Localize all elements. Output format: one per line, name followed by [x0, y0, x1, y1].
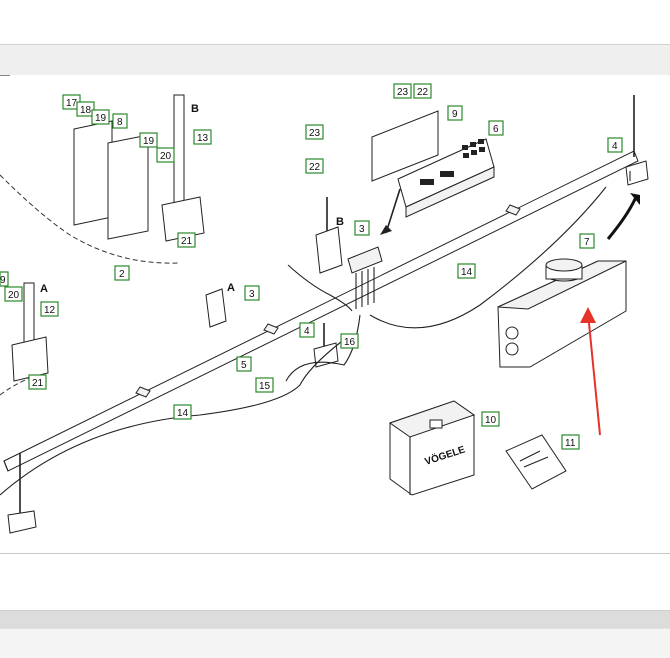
cable-3: [287, 264, 353, 312]
detail-a-assembly: [11, 282, 49, 382]
detail-leader-line: [0, 174, 179, 264]
junction-box: [347, 246, 383, 309]
section-letter-a: A: [227, 282, 235, 294]
exploded-parts-diagram: VÖGELE B B A A 17 18 19 8 19 20 13 21 2 …: [0, 75, 670, 554]
section-letter-b: B: [336, 216, 344, 228]
callout: 5: [236, 356, 252, 372]
callout: 18: [76, 101, 95, 117]
cable-14-left: [0, 334, 351, 496]
callout: 3: [244, 285, 260, 301]
svg-text:5: 5: [241, 360, 247, 371]
svg-text:18: 18: [80, 105, 92, 116]
section-letter-a: A: [40, 283, 48, 295]
svg-text:6: 6: [493, 124, 499, 135]
svg-text:22: 22: [309, 162, 321, 173]
detail-plates: [73, 120, 149, 240]
control-unit: [397, 138, 495, 218]
top-strip: [0, 0, 670, 44]
section-letter-b: B: [191, 103, 199, 115]
svg-text:2: 2: [119, 269, 125, 280]
svg-text:22: 22: [417, 87, 429, 98]
callout: 22: [413, 83, 432, 99]
callout: 6: [488, 120, 504, 136]
callout: 9: [447, 105, 463, 121]
callout: 20: [156, 147, 175, 163]
main-beam: [0, 75, 639, 472]
bottom-divider-bar: [0, 610, 670, 628]
svg-text:8: 8: [117, 117, 123, 128]
mounting-plate: [371, 110, 439, 182]
svg-text:9: 9: [0, 275, 6, 286]
svg-text:14: 14: [461, 267, 473, 278]
callout: 9: [0, 271, 9, 287]
callout: 16: [340, 333, 359, 349]
svg-text:4: 4: [612, 141, 618, 152]
left-end-bracket: [7, 453, 37, 534]
svg-text:21: 21: [181, 236, 193, 247]
svg-text:19: 19: [95, 113, 107, 124]
callout: 19: [139, 132, 158, 148]
svg-text:15: 15: [259, 381, 271, 392]
svg-text:20: 20: [160, 151, 172, 162]
callout: 12: [40, 301, 59, 317]
svg-text:17: 17: [66, 98, 78, 109]
callout: 4: [299, 322, 315, 338]
svg-text:23: 23: [397, 87, 409, 98]
viewer-toolbar: [0, 44, 670, 76]
svg-text:3: 3: [359, 224, 365, 235]
svg-text:10: 10: [485, 415, 497, 426]
carrying-case: VÖGELE: [388, 400, 476, 496]
svg-text:3: 3: [249, 289, 255, 300]
svg-text:7: 7: [584, 237, 590, 248]
svg-text:13: 13: [197, 133, 209, 144]
sonic-sensor: [497, 258, 627, 368]
callout: 23: [305, 124, 324, 140]
svg-text:21: 21: [32, 378, 44, 389]
callout: 14: [457, 263, 476, 279]
callout: 13: [193, 129, 212, 145]
callout: 10: [481, 411, 500, 427]
callout: 15: [255, 377, 274, 393]
svg-text:9: 9: [452, 109, 458, 120]
callout: 20: [4, 286, 23, 302]
sensor-mount-a: [205, 288, 227, 328]
callout: 2: [114, 265, 130, 281]
callout: 8: [112, 113, 128, 129]
callout: 23: [393, 83, 412, 99]
svg-text:16: 16: [344, 337, 356, 348]
callout: 19: [91, 109, 110, 125]
svg-text:12: 12: [44, 305, 56, 316]
bottom-strip: [0, 628, 670, 658]
detail-b-assembly: [161, 94, 205, 242]
callout: 14: [173, 404, 192, 420]
direction-arrow: [606, 196, 638, 240]
svg-text:20: 20: [8, 290, 20, 301]
highlight-arrow: [587, 312, 601, 436]
mid-bracket: [313, 323, 339, 368]
sensor-mount-b: [315, 197, 343, 274]
callout: 7: [579, 233, 595, 249]
pointer-arrow: [385, 188, 401, 234]
callout: 4: [607, 137, 623, 153]
svg-text:19: 19: [143, 136, 155, 147]
svg-text:4: 4: [304, 326, 310, 337]
svg-text:11: 11: [565, 438, 576, 449]
callout: 21: [28, 374, 47, 390]
callout: 22: [305, 158, 324, 174]
right-end-bracket: [625, 95, 649, 186]
cable-14-right: [369, 186, 607, 329]
callout: 11: [561, 434, 580, 450]
svg-text:14: 14: [177, 408, 189, 419]
callout: 3: [354, 220, 370, 236]
svg-text:23: 23: [309, 128, 321, 139]
callout: 21: [177, 232, 196, 248]
content-area: [0, 554, 670, 610]
operating-manual: [505, 434, 567, 490]
